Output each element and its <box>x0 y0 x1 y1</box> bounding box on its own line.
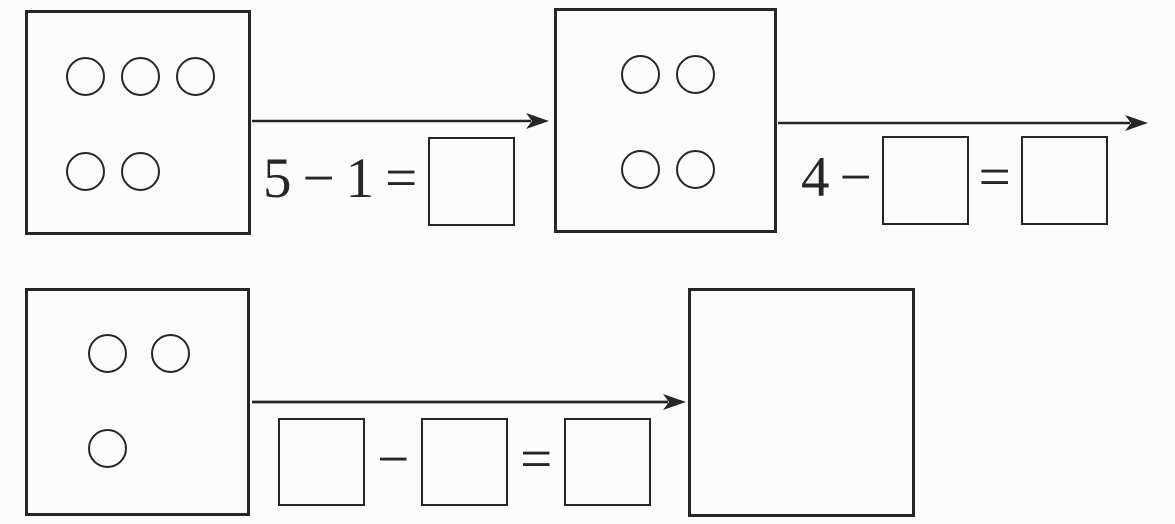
equals-sign: = <box>978 146 1011 209</box>
counter-dot <box>66 57 105 96</box>
counter-dot <box>121 57 160 96</box>
dot-row <box>621 150 774 189</box>
counter-dot <box>176 57 215 96</box>
counter-dot <box>88 429 127 468</box>
problem3-dot-box <box>25 288 250 516</box>
minus-operator: − <box>839 146 872 209</box>
minus-operator: − <box>377 427 410 491</box>
counter-dot <box>121 152 160 191</box>
counter-dot <box>676 150 715 189</box>
problem2-equation: 4 − = <box>801 135 1108 226</box>
arrow-1 <box>252 113 549 129</box>
equals-sign: = <box>385 146 418 210</box>
dot-row <box>88 334 247 373</box>
subtrahend-text: 1 <box>345 146 375 210</box>
subtrahend-box[interactable] <box>881 136 969 225</box>
dot-grid <box>28 291 247 468</box>
dot-row <box>88 429 247 468</box>
problem3-result-box[interactable] <box>688 288 915 517</box>
arrow-2 <box>778 115 1148 131</box>
minus-operator: − <box>302 146 335 210</box>
answer-box[interactable] <box>1020 136 1108 225</box>
problem2-dot-box <box>554 8 777 233</box>
problem1-equation: 5 − 1 = <box>263 134 516 228</box>
problem3-equation: − = <box>278 418 652 506</box>
dot-grid <box>28 13 248 191</box>
counter-dot <box>621 55 660 94</box>
minuend-box[interactable] <box>278 418 365 506</box>
dot-row <box>621 55 774 94</box>
counter-dot <box>151 334 190 373</box>
counter-dot <box>621 150 660 189</box>
counter-dot <box>676 55 715 94</box>
counter-dot <box>66 152 105 191</box>
minuend-text: 5 <box>263 146 292 210</box>
subtrahend-box[interactable] <box>421 418 509 506</box>
counter-dot <box>88 334 127 373</box>
answer-box[interactable] <box>564 418 652 506</box>
answer-box[interactable] <box>428 136 516 226</box>
dot-row <box>66 152 248 191</box>
dot-grid <box>557 11 774 189</box>
dot-row <box>66 57 248 96</box>
problem1-dot-box <box>25 10 251 235</box>
minuend-text: 4 <box>801 146 830 209</box>
arrow-3 <box>252 394 686 410</box>
equals-sign: = <box>520 427 553 491</box>
